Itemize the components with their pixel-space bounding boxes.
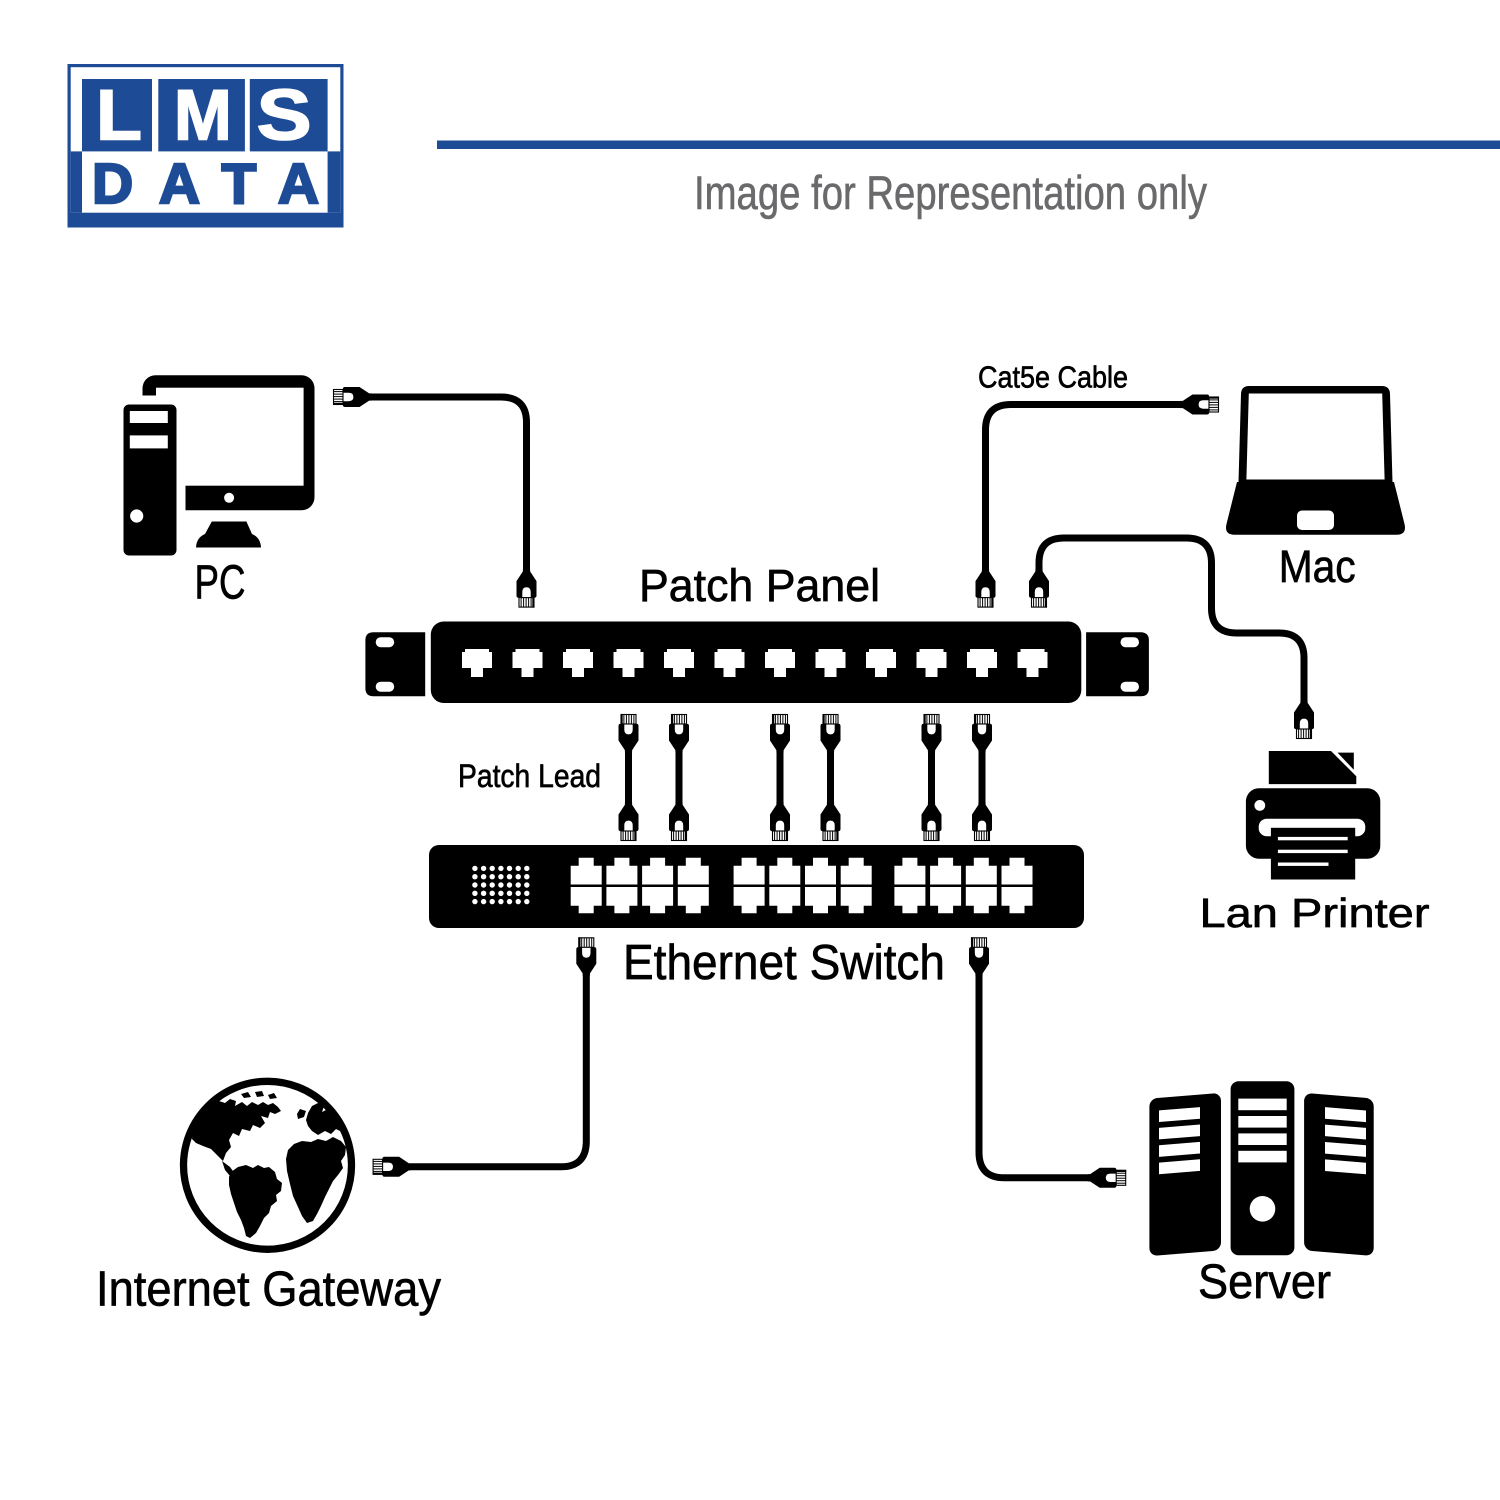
svg-text:Patch Lead: Patch Lead xyxy=(458,758,601,794)
svg-text:Server: Server xyxy=(1198,1256,1331,1309)
svg-text:Image for Representation only: Image for Representation only xyxy=(694,166,1207,219)
svg-text:Patch Panel: Patch Panel xyxy=(639,560,880,611)
svg-text:S: S xyxy=(257,77,312,156)
svg-text:Mac: Mac xyxy=(1279,541,1356,592)
svg-text:Ethernet Switch: Ethernet Switch xyxy=(623,936,945,990)
svg-text:L: L xyxy=(96,77,142,156)
svg-text:Lan Printer: Lan Printer xyxy=(1200,890,1430,936)
svg-text:Cat5e Cable: Cat5e Cable xyxy=(978,360,1128,395)
svg-text:PC: PC xyxy=(195,556,246,609)
svg-text:M: M xyxy=(174,77,232,156)
svg-text:Internet Gateway: Internet Gateway xyxy=(96,1263,441,1317)
